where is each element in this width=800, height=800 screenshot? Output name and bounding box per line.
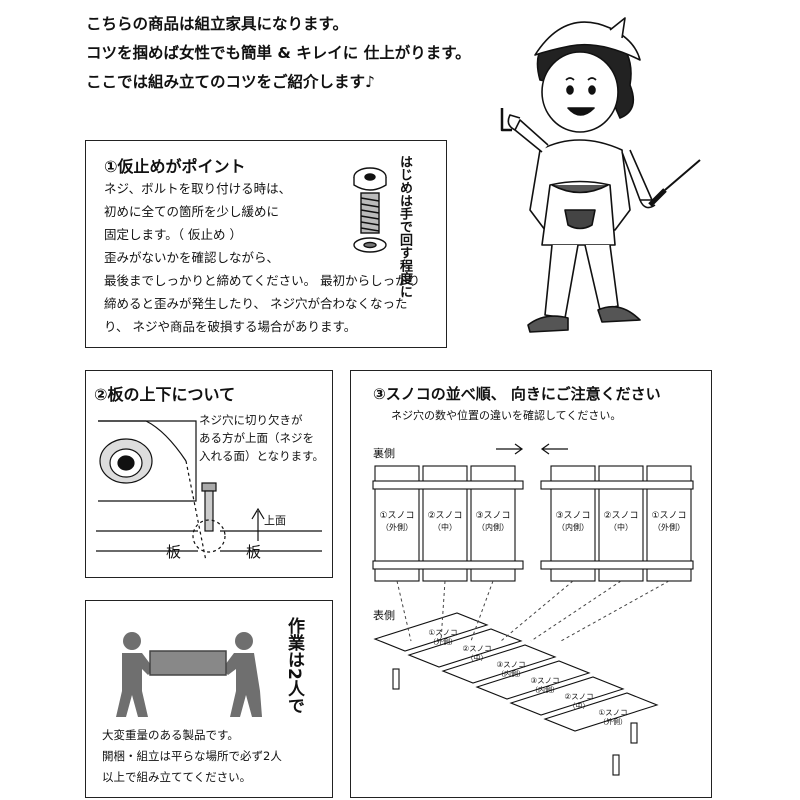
leader-line	[530, 580, 622, 642]
section1-line: 初めに全ての箇所を少し緩めに	[104, 204, 280, 219]
front-slat-position: （外側）	[429, 637, 457, 646]
section4-line: 開梱・組立は平らな場所で必ず2人	[102, 749, 282, 763]
front-slat-number: ③スノコ	[530, 676, 559, 685]
section2-line: 入れる面）となります。	[199, 449, 325, 463]
section-slat-order: ③スノコの並べ順、 向きにご注意ください ネジ穴の数や位置の違いを確認してくださ…	[350, 370, 712, 798]
section1-title: ①仮止めがポイント	[104, 157, 246, 176]
intro-line: ここでは組み立てのコツをご紹介します♪	[86, 73, 375, 91]
section-board-orientation: ②板の上下について ネジ穴に切り欠きが ある方が上面（ネジを 入れる面）となりま…	[85, 370, 333, 578]
back-slat-position: （内側）	[557, 522, 589, 532]
bed-leg	[630, 722, 638, 744]
front-slat-position: （中）	[569, 701, 590, 710]
section4-line: 以上で組み立ててください。	[102, 770, 252, 784]
back-slat-position: （内側）	[477, 522, 509, 532]
section1-text: ネジ、ボルトを取り付ける時は、 初めに全ての箇所を少し緩めに 固定します。（ 仮…	[104, 177, 420, 338]
section4-text: 大変重量のある製品です。 開梱・組立は平らな場所で必ず2人 以上で組み立ててくだ…	[102, 725, 282, 788]
back-slat-position: （外側）	[653, 522, 685, 532]
section-tacking: ①仮止めがポイント ネジ、ボルトを取り付ける時は、 初めに全ての箇所を少し緩めに…	[85, 140, 447, 348]
front-slat-position: （内側）	[497, 669, 525, 678]
section1-line: ネジ、ボルトを取り付ける時は、	[104, 181, 292, 196]
section2-text: ネジ穴に切り欠きが ある方が上面（ネジを 入れる面）となります。	[199, 411, 324, 465]
arrow-right-icon	[496, 443, 524, 455]
rail	[540, 560, 694, 570]
bed-leg	[612, 754, 620, 776]
front-slat-number: ①スノコ	[428, 628, 457, 637]
back-slat-position: （外側）	[381, 522, 413, 532]
front-slat	[373, 612, 489, 652]
front-slat-number: ②スノコ	[462, 644, 491, 653]
bolt-icon	[353, 167, 387, 253]
back-slat-position: （中）	[609, 522, 633, 532]
section-two-people: 作業は2人で 大変重量のある製品です。 開梱・組立は平らな場所で必ず2人 以上で…	[85, 600, 333, 798]
leader-line	[396, 580, 412, 642]
section1-line: 固定します。（ 仮止め ）	[104, 227, 242, 242]
intro-line: こちらの商品は組立家具になります。	[86, 15, 348, 33]
rail	[540, 480, 694, 490]
slat-diagram: ①スノコ（外側）②スノコ（中）③スノコ（内側）③スノコ（内側）②スノコ（中）①ス…	[372, 443, 694, 776]
front-slat-number: ③スノコ	[496, 660, 525, 669]
section1-vertical-note: はじめは手で回す程度に	[397, 155, 412, 298]
rail	[372, 560, 524, 570]
board-diagram	[96, 420, 322, 561]
board-label-left: 板	[166, 543, 182, 561]
up-side-label: 上面	[264, 514, 286, 527]
section2-line: ネジ穴に切り欠きが	[199, 413, 303, 427]
two-people-carrying-icon	[116, 632, 262, 717]
section1-line: 最後までしっかりと締めてください。 最初からしっかり	[104, 273, 421, 288]
back-slat-number: ③スノコ	[475, 511, 510, 521]
section4-line: 大変重量のある製品です。	[102, 728, 239, 742]
leader-line	[440, 580, 446, 642]
board-label-right: 板	[246, 543, 262, 561]
section3-title: ③スノコの並べ順、 向きにご注意ください	[373, 385, 661, 403]
bed-leg	[392, 668, 400, 690]
rail	[372, 480, 524, 490]
leader-line	[560, 580, 670, 642]
section1-line: 締めると歪みが発生したり、 ネジ穴が合わなくなった	[104, 296, 408, 311]
front-side-label: 表側	[373, 609, 395, 622]
front-slat-number: ②スノコ	[564, 692, 593, 701]
front-slat-position: （中）	[467, 653, 488, 662]
section4-vertical-title: 作業は2人で	[284, 617, 304, 714]
front-slat-position: （外側）	[599, 717, 627, 726]
back-slat-number: ②スノコ	[603, 511, 638, 521]
section2-title: ②板の上下について	[94, 385, 236, 404]
back-slat-number: ①スノコ	[651, 511, 686, 521]
front-slat	[475, 660, 591, 700]
front-slat	[441, 644, 557, 684]
back-slat-number: ③スノコ	[555, 511, 590, 521]
front-slat	[407, 628, 523, 668]
back-side-label: 裏側	[373, 447, 395, 460]
arrow-left-icon	[540, 443, 568, 455]
front-slat-position: （内側）	[531, 685, 559, 694]
back-slat-number: ②スノコ	[427, 511, 462, 521]
back-slat-number: ①スノコ	[379, 511, 414, 521]
back-slat-position: （中）	[433, 522, 457, 532]
section3-subtitle: ネジ穴の数や位置の違いを確認してください。	[391, 409, 622, 422]
leader-line	[500, 580, 574, 642]
section2-line: ある方が上面（ネジを	[199, 431, 314, 445]
intro-text: こちらの商品は組立家具になります。 コツを掴めば女性でも簡単 & キレイに 仕上…	[86, 10, 526, 97]
intro-line: コツを掴めば女性でも簡単 & キレイに 仕上がります。	[86, 44, 471, 62]
section1-line: 歪みがないかを確認しながら、	[104, 250, 280, 265]
leader-line	[470, 580, 494, 642]
front-slat-number: ①スノコ	[598, 708, 627, 717]
front-slat	[543, 692, 659, 732]
front-slat	[509, 676, 625, 716]
section1-line: り、 ネジや商品を破損する場合があります。	[104, 319, 357, 334]
woman-illustration	[500, 17, 701, 333]
